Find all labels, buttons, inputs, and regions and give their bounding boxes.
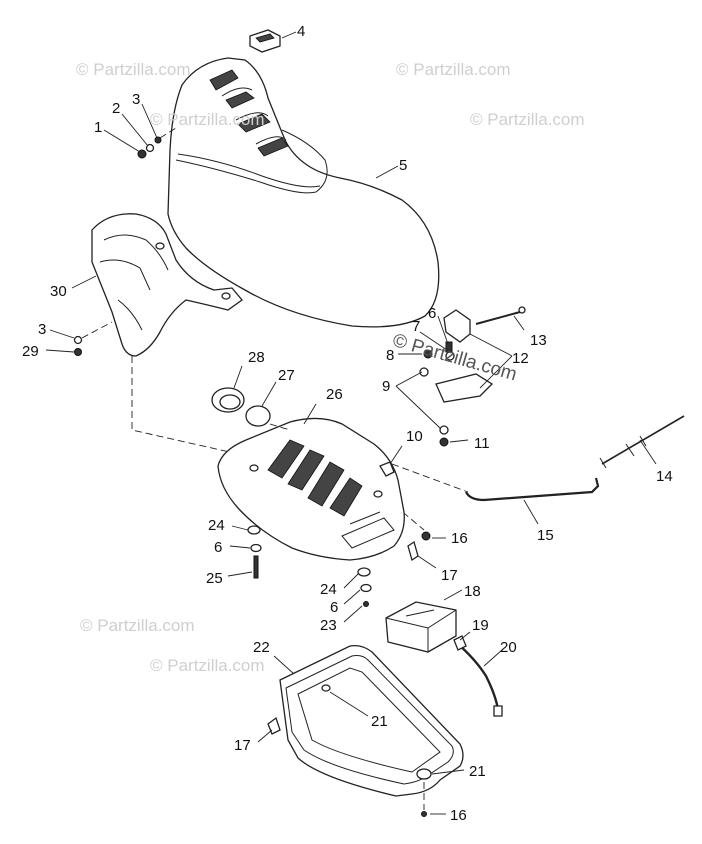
callout-17: 17 (234, 737, 251, 754)
watermark: © Partzilla.com (470, 110, 585, 129)
callout-21: 21 (371, 713, 388, 730)
callout-22: 22 (253, 639, 270, 656)
callout-15: 15 (537, 527, 554, 544)
callout-12: 12 (512, 350, 529, 367)
callout-6: 6 (330, 599, 339, 616)
seat-latch-part-4 (249, 29, 297, 53)
hose-part-19-20 (453, 631, 503, 717)
callout-8: 8 (386, 347, 395, 364)
callout-26: 26 (326, 386, 343, 403)
callout-3: 3 (38, 321, 47, 338)
callout-17: 17 (441, 567, 458, 584)
callout-18: 18 (464, 583, 481, 600)
callout-13: 13 (530, 332, 547, 349)
callout-6: 6 (428, 305, 437, 322)
fastener-group-24-6-23 (343, 567, 372, 623)
callout-1: 1 (94, 119, 103, 136)
fastener-group-16-17 (407, 531, 446, 569)
callout-10: 10 (406, 428, 423, 445)
watermark: © Partzilla.com (396, 60, 511, 79)
callout-14: 14 (656, 468, 673, 485)
watermark: © Partzilla.com (80, 616, 195, 635)
callout-28: 28 (248, 349, 265, 366)
tray-part-22 (273, 644, 465, 797)
fastener-group-lower-16-17 (257, 716, 446, 817)
callout-20: 20 (500, 639, 517, 656)
ring-part-27 (245, 381, 277, 427)
callout-23: 23 (320, 617, 337, 634)
watermark: © Partzilla.com (76, 60, 191, 79)
callout-24: 24 (320, 581, 337, 598)
airbox-part-26 (217, 403, 405, 561)
callout-5: 5 (399, 157, 408, 174)
callout-16: 16 (450, 807, 467, 824)
callout-3: 3 (132, 91, 141, 108)
cable-part-14 (599, 415, 685, 469)
callout-19: 19 (472, 617, 489, 634)
callout-24: 24 (208, 517, 225, 534)
callout-16: 16 (451, 530, 468, 547)
rod-part-15 (465, 477, 600, 525)
boot-part-28 (211, 365, 245, 413)
watermark: © Partzilla.com (150, 110, 265, 129)
box-part-18 (385, 589, 463, 653)
callout-29: 29 (22, 343, 39, 360)
callout-21: 21 (469, 763, 486, 780)
fastener-group-24-6-25 (227, 525, 262, 579)
callout-9: 9 (382, 378, 391, 395)
callout-11: 11 (474, 435, 490, 452)
callout-4: 4 (297, 23, 306, 40)
bracket-part-10 (379, 445, 403, 477)
callout-30: 30 (50, 283, 67, 300)
callout-7: 7 (412, 318, 421, 335)
cover-part-30 (71, 213, 243, 357)
bracket-assembly-6-13 (395, 306, 526, 447)
callout-6: 6 (214, 539, 223, 556)
watermark: © Partzilla.com (150, 656, 265, 675)
fastener-group-1-2-3 (103, 103, 177, 159)
callout-25: 25 (206, 570, 223, 587)
callout-27: 27 (278, 367, 295, 384)
fastener-group-3-29 (45, 321, 113, 356)
seat-part-5 (167, 57, 440, 328)
callout-2: 2 (112, 100, 121, 117)
